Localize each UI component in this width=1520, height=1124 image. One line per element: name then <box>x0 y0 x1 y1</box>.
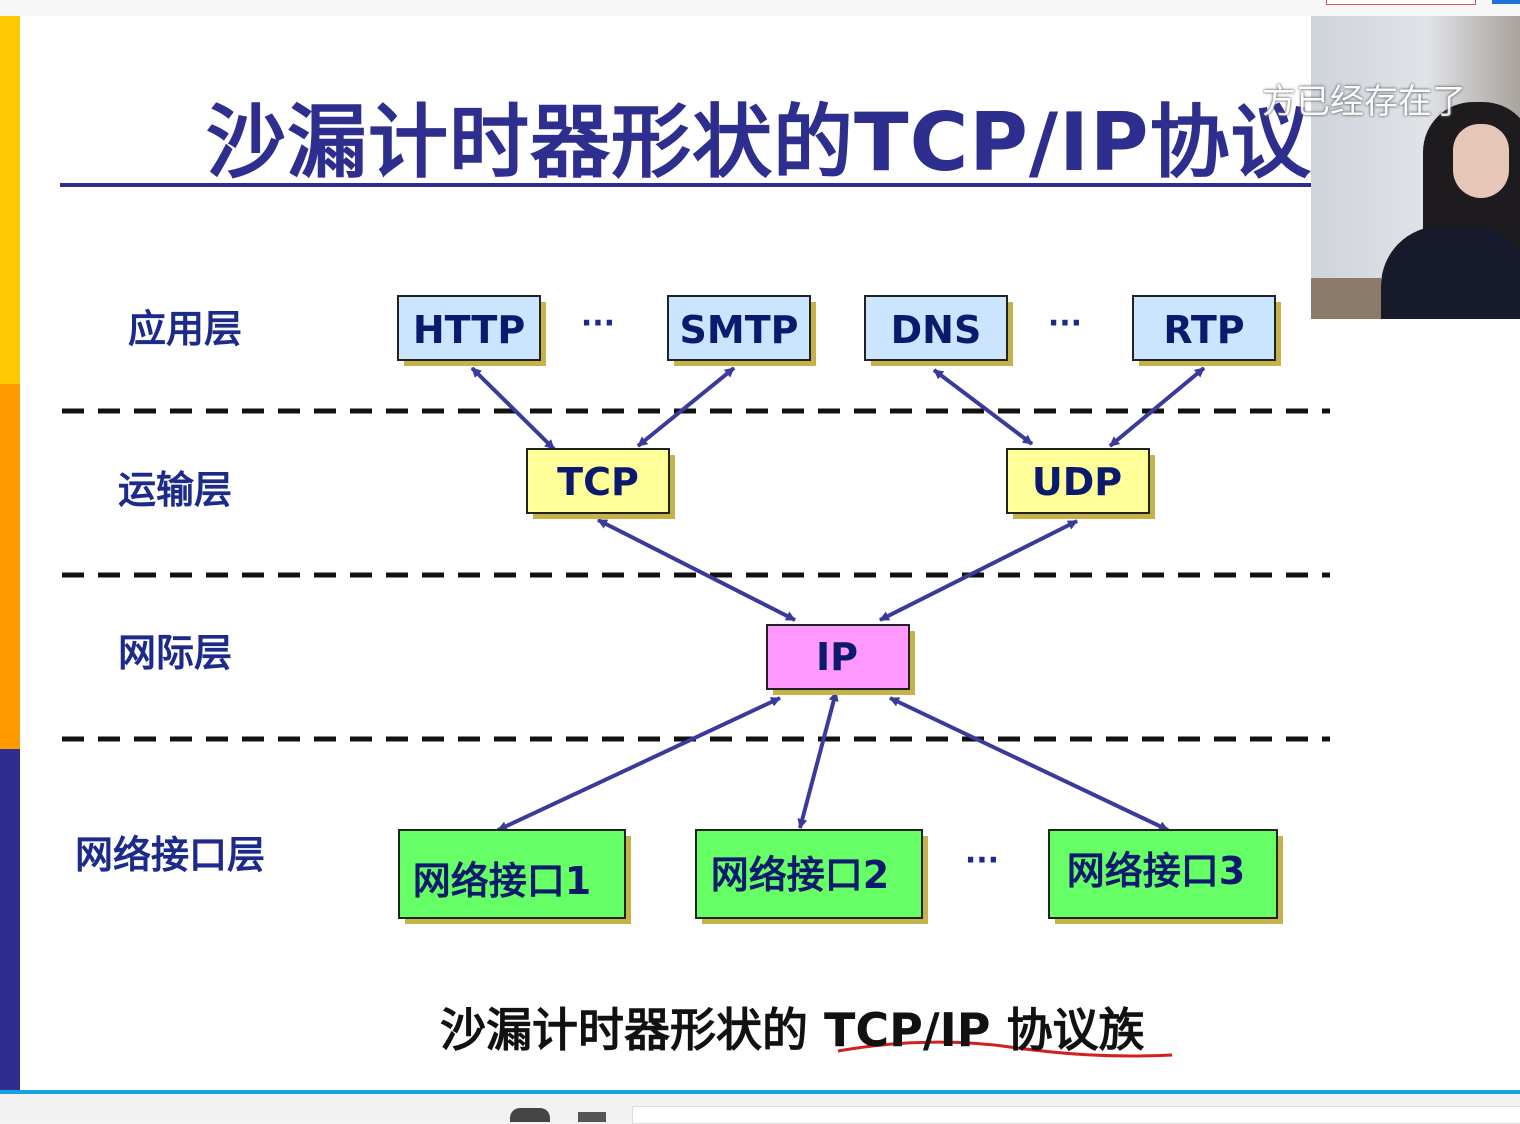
arrow-ip-netif2 <box>797 691 839 829</box>
arrow-http-tcp <box>470 366 556 451</box>
player-input-field[interactable] <box>632 1106 1520 1124</box>
slide-caption: 沙漏计时器形状的 TCP/IP 协议族 <box>440 1003 1145 1057</box>
player-control-icon[interactable] <box>578 1112 606 1122</box>
box-ip: IP <box>766 624 915 695</box>
box-netif-1: 网络接口1 <box>398 829 631 924</box>
box-dns-label: DNS <box>891 308 982 352</box>
box-netif-2-label: 网络接口2 <box>711 853 889 897</box>
title-underline <box>60 183 1320 187</box>
caption-red-underline <box>837 1040 1173 1058</box>
box-smtp: SMTP <box>667 295 816 366</box>
box-netif-3-label: 网络接口3 <box>1067 849 1245 893</box>
video-subtitle: 方已经存在了 <box>1262 82 1466 122</box>
box-ip-label: IP <box>816 635 858 679</box>
box-tcp-label: TCP <box>557 460 639 504</box>
stripe-yellow <box>0 16 20 384</box>
player-control-button[interactable] <box>510 1108 550 1122</box>
slide-title: 沙漏计时器形状的TCP/IP协议族 <box>206 96 1393 189</box>
presenter-face <box>1453 124 1509 198</box>
arrow-dns-udp <box>932 368 1034 446</box>
webcam-shelf <box>1311 278 1381 319</box>
box-http: HTTP <box>397 295 546 366</box>
box-smtp-label: SMTP <box>680 308 799 352</box>
box-netif-3: 网络接口3 <box>1048 829 1283 924</box>
stripe-blue <box>0 749 20 1090</box>
box-dns: DNS <box>864 295 1013 366</box>
player-controls-strip <box>0 1094 1520 1124</box>
arrow-udp-ip <box>879 519 1078 622</box>
player-progress-rule[interactable] <box>0 1090 1520 1094</box>
box-netif-1-label: 网络接口1 <box>413 859 591 903</box>
layer-label-application: 应用层 <box>128 307 242 351</box>
browser-top-bar <box>0 0 1520 16</box>
box-tcp: TCP <box>526 448 675 519</box>
box-http-label: HTTP <box>413 308 525 352</box>
arrow-ip-netif3 <box>889 696 1169 832</box>
box-netif-2: 网络接口2 <box>695 829 928 924</box>
layer-label-transport: 运输层 <box>118 468 232 512</box>
ellipsis-app-2: ··· <box>1048 306 1082 341</box>
ellipsis-netif: ··· <box>965 843 999 878</box>
top-blue-control[interactable] <box>1492 0 1520 4</box>
presenter-body <box>1381 226 1520 319</box>
arrow-rtp-udp <box>1108 366 1206 448</box>
ellipsis-app-1: ··· <box>581 306 615 341</box>
top-red-control[interactable] <box>1326 0 1476 5</box>
arrow-tcp-ip <box>597 518 796 622</box>
arrow-ip-netif1 <box>497 696 781 832</box>
arrows <box>470 366 1206 832</box>
webcam-video[interactable] <box>1311 16 1520 319</box>
box-rtp-label: RTP <box>1163 308 1244 352</box>
layer-label-internet: 网际层 <box>118 631 232 675</box>
box-udp-label: UDP <box>1032 460 1122 504</box>
stripe-orange <box>0 384 20 749</box>
arrow-smtp-tcp <box>636 366 736 448</box>
box-udp: UDP <box>1006 448 1155 519</box>
layer-label-network-interface: 网络接口层 <box>75 833 265 877</box>
box-rtp: RTP <box>1132 295 1281 366</box>
